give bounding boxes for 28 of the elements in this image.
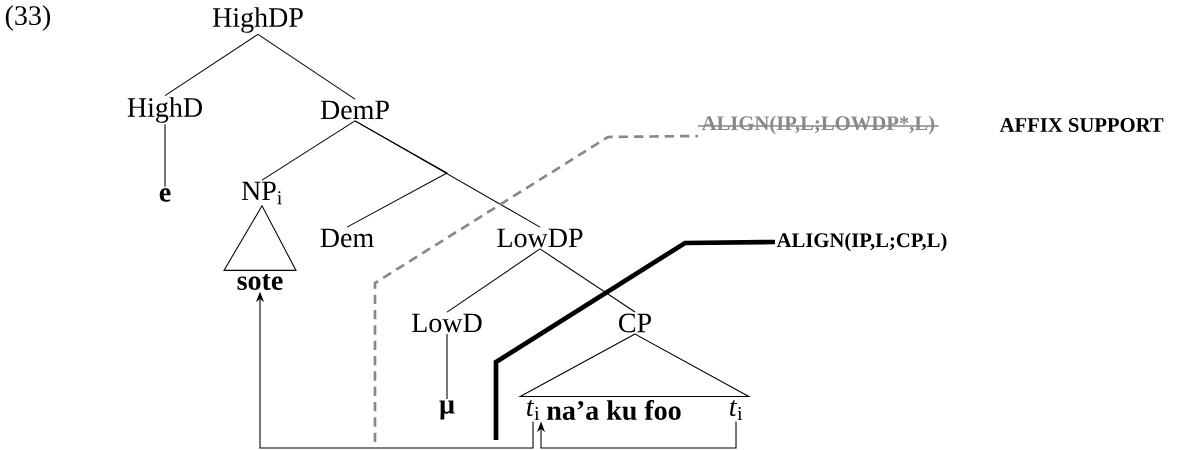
branch-line	[164, 123, 166, 188]
word: na’a ku foo	[547, 399, 681, 421]
category-label: LowD	[412, 313, 482, 333]
category-label: CP	[619, 313, 651, 333]
category-label: NP$_{i}$	[241, 181, 282, 205]
movement-arrow	[536, 421, 737, 449]
branch-line	[261, 120, 356, 181]
word: sote	[237, 274, 283, 290]
category-label: HighD	[127, 97, 202, 123]
branch-line	[257, 33, 356, 100]
boundary-line	[493, 239, 776, 440]
category-label: t$_{i}$	[527, 400, 540, 420]
branch-line	[446, 248, 541, 313]
category-label: DemP	[320, 100, 389, 120]
category-label: HighDP	[212, 7, 303, 33]
word: e	[159, 188, 171, 202]
category-label: t$_{i}$	[730, 400, 743, 420]
boundary-line	[373, 134, 699, 442]
branch-line	[446, 333, 448, 400]
branch-line	[164, 33, 259, 97]
constraint-label: ALIGN(IP,L;CP,L)	[776, 232, 947, 252]
category-label: Dem	[320, 228, 374, 248]
branch-line	[354, 120, 541, 228]
example-number: (33)	[5, 5, 50, 31]
branch-line	[539, 248, 636, 313]
category-label: LowDP	[497, 228, 583, 248]
constraint-label: AFFIX SUPPORT	[999, 118, 1164, 132]
word: μ	[439, 400, 455, 420]
